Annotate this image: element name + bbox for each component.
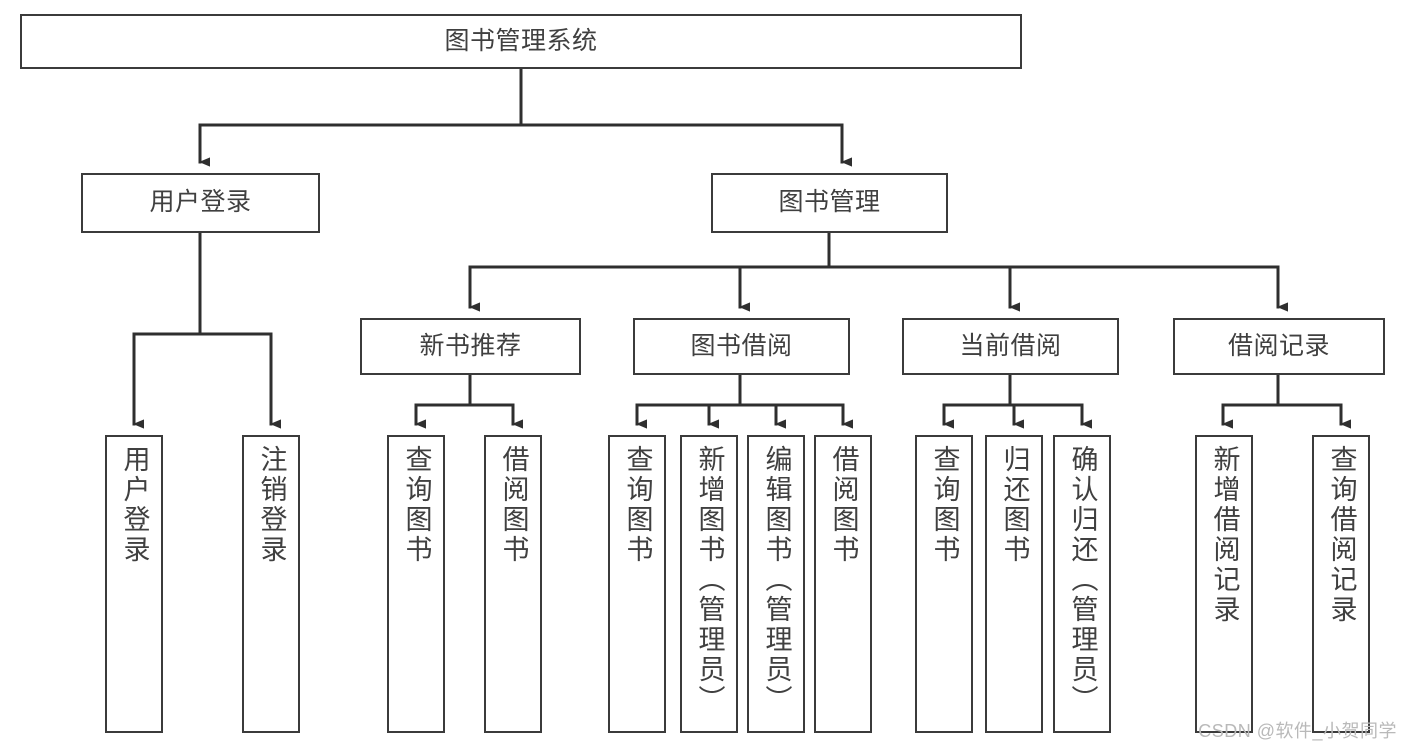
leaf-current-borrow-confirm-return[interactable]: 确认归还（管理员） bbox=[1053, 435, 1111, 733]
node-label: 查询借阅记录 bbox=[1326, 445, 1357, 625]
leaf-user-login-logout[interactable]: 注销登录 bbox=[242, 435, 300, 733]
leaf-new-book-borrow[interactable]: 借阅图书 bbox=[484, 435, 542, 733]
node-label: 图书管理系统 bbox=[444, 26, 598, 55]
node-book-management[interactable]: 图书管理 bbox=[711, 173, 948, 233]
leaf-book-borrow-lend[interactable]: 借阅图书 bbox=[814, 435, 872, 733]
node-label: 归还图书 bbox=[999, 445, 1030, 565]
node-label: 注销登录 bbox=[256, 445, 287, 565]
node-borrow-record[interactable]: 借阅记录 bbox=[1173, 318, 1385, 375]
node-label: 当前借阅 bbox=[959, 331, 1062, 360]
node-label: 确认归还（管理员） bbox=[1067, 445, 1098, 715]
node-label: 查询图书 bbox=[401, 445, 432, 565]
leaf-borrow-record-add[interactable]: 新增借阅记录 bbox=[1195, 435, 1253, 733]
csdn-watermark: CSDN @软件_小贺同学 bbox=[1198, 721, 1397, 741]
node-label: 查询图书 bbox=[622, 445, 653, 565]
node-label: 图书借阅 bbox=[690, 331, 793, 360]
node-label: 用户登录 bbox=[119, 445, 150, 565]
node-user-login[interactable]: 用户登录 bbox=[81, 173, 320, 233]
node-label: 用户登录 bbox=[149, 188, 252, 217]
node-label: 借阅记录 bbox=[1227, 331, 1330, 360]
leaf-current-borrow-query[interactable]: 查询图书 bbox=[915, 435, 973, 733]
leaf-current-borrow-return[interactable]: 归还图书 bbox=[985, 435, 1043, 733]
node-book-borrow[interactable]: 图书借阅 bbox=[633, 318, 850, 375]
node-label: 图书管理 bbox=[778, 188, 881, 217]
leaf-borrow-record-query[interactable]: 查询借阅记录 bbox=[1312, 435, 1370, 733]
node-new-book-recommend[interactable]: 新书推荐 bbox=[360, 318, 581, 375]
node-label: 新书推荐 bbox=[419, 331, 522, 360]
leaf-book-borrow-edit[interactable]: 编辑图书（管理员） bbox=[747, 435, 805, 733]
node-label: 编辑图书（管理员） bbox=[761, 445, 792, 715]
node-label: 查询图书 bbox=[929, 445, 960, 565]
leaf-user-login-login[interactable]: 用户登录 bbox=[105, 435, 163, 733]
node-current-borrow[interactable]: 当前借阅 bbox=[902, 318, 1119, 375]
node-label: 借阅图书 bbox=[498, 445, 529, 565]
node-root-system[interactable]: 图书管理系统 bbox=[20, 14, 1022, 69]
leaf-book-borrow-query[interactable]: 查询图书 bbox=[608, 435, 666, 733]
leaf-book-borrow-add[interactable]: 新增图书（管理员） bbox=[680, 435, 738, 733]
node-label: 借阅图书 bbox=[828, 445, 859, 565]
leaf-new-book-query[interactable]: 查询图书 bbox=[387, 435, 445, 733]
node-label: 新增借阅记录 bbox=[1209, 445, 1240, 625]
node-label: 新增图书（管理员） bbox=[694, 445, 725, 715]
